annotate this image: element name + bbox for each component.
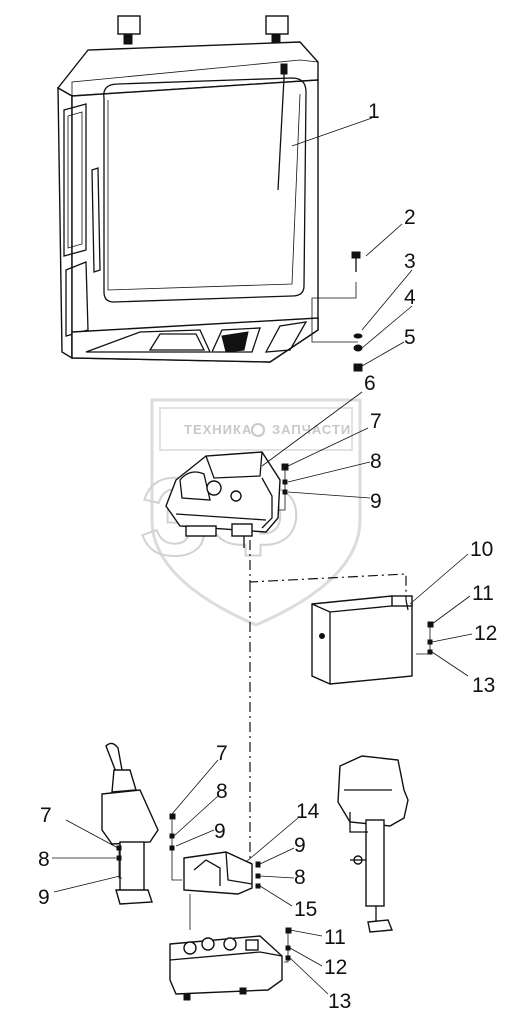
mounting-bracket xyxy=(169,813,261,930)
callout-8-middle: 8 xyxy=(216,780,228,803)
callout-14: 14 xyxy=(296,800,320,823)
callout-12-lower: 12 xyxy=(324,956,347,979)
callout-9-middle: 9 xyxy=(214,820,226,843)
callout-1: 1 xyxy=(368,100,380,123)
cab-assembly xyxy=(56,15,319,363)
callout-13-lower: 13 xyxy=(328,990,351,1013)
gear-icon xyxy=(251,423,265,437)
control-console xyxy=(165,451,289,548)
callout-9-right: 9 xyxy=(294,834,306,857)
callout-12-upper: 12 xyxy=(474,622,497,645)
callout-6: 6 xyxy=(364,372,376,395)
callout-3: 3 xyxy=(404,250,416,273)
joystick-left xyxy=(101,742,159,905)
callout-5: 5 xyxy=(404,326,416,349)
watermark-left-word: ТЕХНИКА xyxy=(184,422,252,437)
callout-7-middle: 7 xyxy=(216,742,228,765)
armrest-right xyxy=(337,755,409,933)
callout-9-upper: 9 xyxy=(370,490,382,513)
leader-lines xyxy=(52,117,473,995)
callout-9-left: 9 xyxy=(38,886,50,909)
lower-control-box xyxy=(169,927,292,1001)
callout-15: 15 xyxy=(294,898,317,921)
callout-4: 4 xyxy=(404,286,416,309)
callout-7-upper: 7 xyxy=(370,410,382,433)
callout-8-right: 8 xyxy=(294,866,306,889)
assembly-centerlines xyxy=(249,540,407,870)
callout-10: 10 xyxy=(470,538,493,561)
callout-labels: 1 2 3 4 5 6 7 8 9 10 11 12 13 7 8 9 7 8 … xyxy=(38,100,497,1013)
callout-11-lower: 11 xyxy=(324,926,346,949)
callout-7-left: 7 xyxy=(40,804,52,827)
storage-box xyxy=(311,595,434,685)
callout-8-left: 8 xyxy=(38,848,50,871)
callout-13-upper: 13 xyxy=(472,674,495,697)
callout-8-upper: 8 xyxy=(370,450,382,473)
callout-11-upper: 11 xyxy=(472,582,494,605)
callout-2: 2 xyxy=(404,206,416,229)
fastener-group-cab xyxy=(311,251,363,372)
